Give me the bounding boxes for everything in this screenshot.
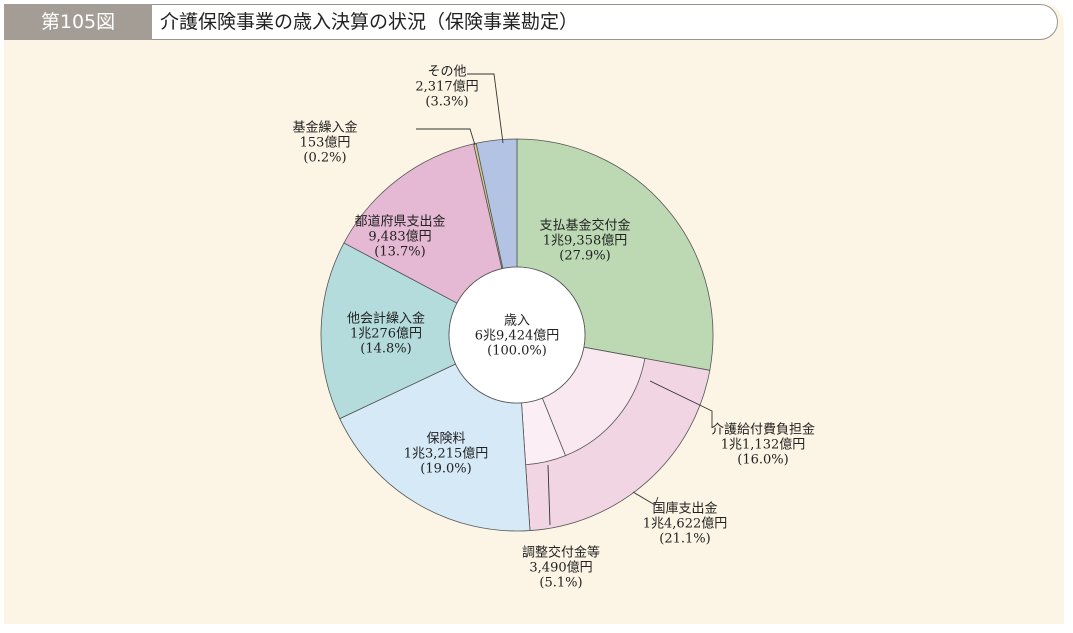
leader-line xyxy=(416,128,476,146)
title-bar xyxy=(4,4,1058,40)
leader-line xyxy=(547,464,551,526)
pie-center xyxy=(448,266,586,404)
leader-line xyxy=(467,73,504,144)
figure-number: 第105図 xyxy=(4,4,152,40)
figure-title: 介護保険事業の歳入決算の状況（保険事業勘定） xyxy=(160,11,579,33)
leader-line xyxy=(649,380,713,428)
leader-line xyxy=(632,491,659,506)
